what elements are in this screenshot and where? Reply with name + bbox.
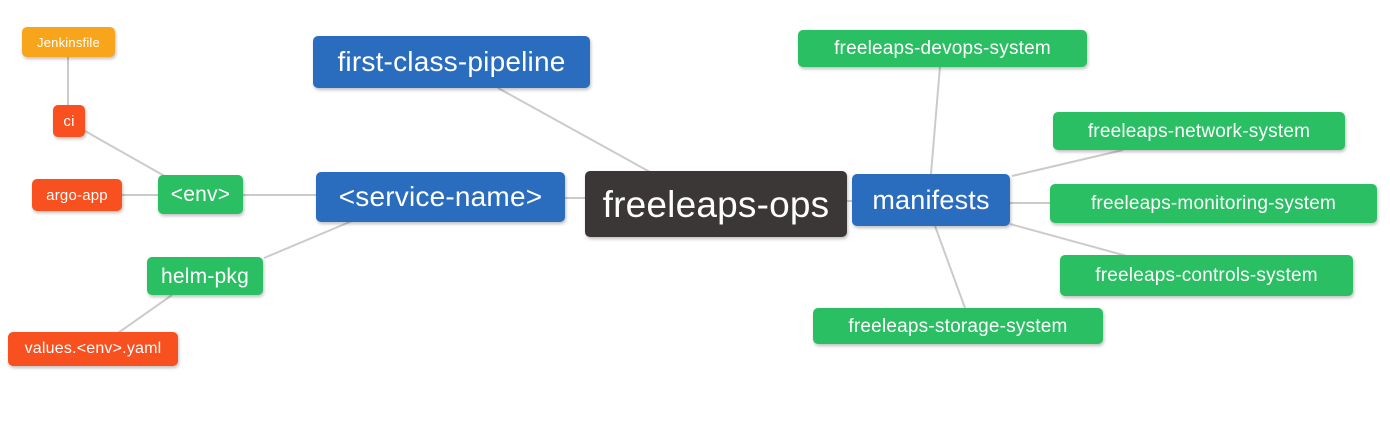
node-freeleaps-ops[interactable]: freeleaps-ops: [585, 171, 847, 237]
node-devops-system[interactable]: freeleaps-devops-system: [798, 30, 1087, 67]
edge-ci-to-env: [84, 130, 169, 179]
node-controls-system[interactable]: freeleaps-controls-system: [1060, 255, 1353, 296]
edge-helm-pkg-to-service-name: [263, 220, 353, 259]
node-jenkinsfile[interactable]: Jenkinsfile: [22, 27, 115, 57]
node-monitoring-system[interactable]: freeleaps-monitoring-system: [1050, 184, 1377, 223]
edge-first-class-pipeline-to-freeleaps-ops: [497, 87, 651, 173]
node-first-class-pipeline[interactable]: first-class-pipeline: [313, 36, 590, 88]
node-network-system[interactable]: freeleaps-network-system: [1053, 112, 1345, 150]
node-service-name[interactable]: <service-name>: [316, 172, 565, 222]
node-helm-pkg[interactable]: helm-pkg: [147, 257, 263, 295]
edge-manifests-to-controls-system: [1009, 223, 1146, 262]
node-env[interactable]: <env>: [158, 175, 243, 214]
edge-manifests-to-devops-system: [930, 65, 941, 175]
edge-values-env-yaml-to-helm-pkg: [117, 294, 173, 334]
node-ci[interactable]: ci: [53, 105, 85, 137]
node-manifests[interactable]: manifests: [852, 174, 1010, 226]
node-argo-app[interactable]: argo-app: [32, 179, 122, 211]
node-values-env-yaml[interactable]: values.<env>.yaml: [8, 332, 178, 366]
node-storage-system[interactable]: freeleaps-storage-system: [813, 308, 1103, 344]
edge-manifests-to-storage-system: [934, 225, 966, 309]
edge-manifests-to-network-system: [1011, 149, 1124, 177]
